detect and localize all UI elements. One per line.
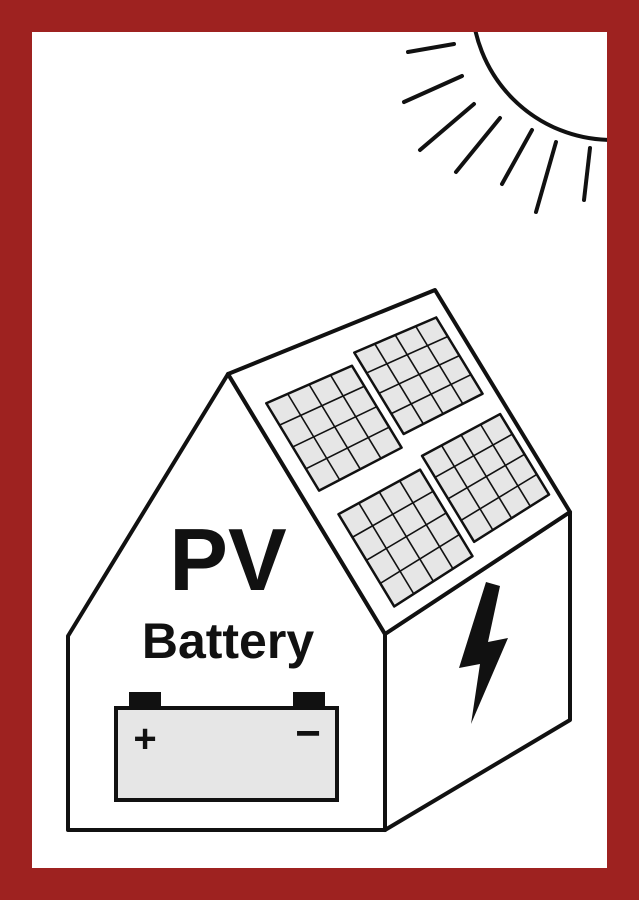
sign-title: PV <box>169 510 287 609</box>
solar-cell-line <box>279 385 365 426</box>
solar-cell-line <box>379 533 460 585</box>
battery-terminal-left <box>129 692 161 710</box>
battery-terminal-right <box>293 692 325 710</box>
battery-body <box>114 706 339 802</box>
solar-cell-line <box>460 473 538 522</box>
solar-panel-icon <box>265 316 551 608</box>
house-roof <box>226 288 572 636</box>
lightning-bolt-icon <box>459 582 508 724</box>
solar-cell-line <box>366 335 449 374</box>
sun-icon <box>402 32 607 214</box>
solar-cell-line <box>365 512 447 562</box>
solar-cell-line <box>305 426 390 470</box>
solar-module <box>353 316 484 436</box>
solar-cell-line <box>292 405 378 448</box>
solar-cell-line <box>390 373 472 415</box>
battery-plus-sign: + <box>133 717 156 761</box>
solar-cell-line <box>378 354 460 395</box>
solar-module <box>265 364 403 492</box>
sign-subtitle: Battery <box>142 613 314 669</box>
solar-cell-line <box>434 433 513 479</box>
battery-icon <box>114 692 339 802</box>
solar-cell-line <box>352 490 434 538</box>
solar-module <box>337 468 474 608</box>
battery-minus-sign: − <box>295 709 321 758</box>
solar-cell-line <box>447 453 525 500</box>
